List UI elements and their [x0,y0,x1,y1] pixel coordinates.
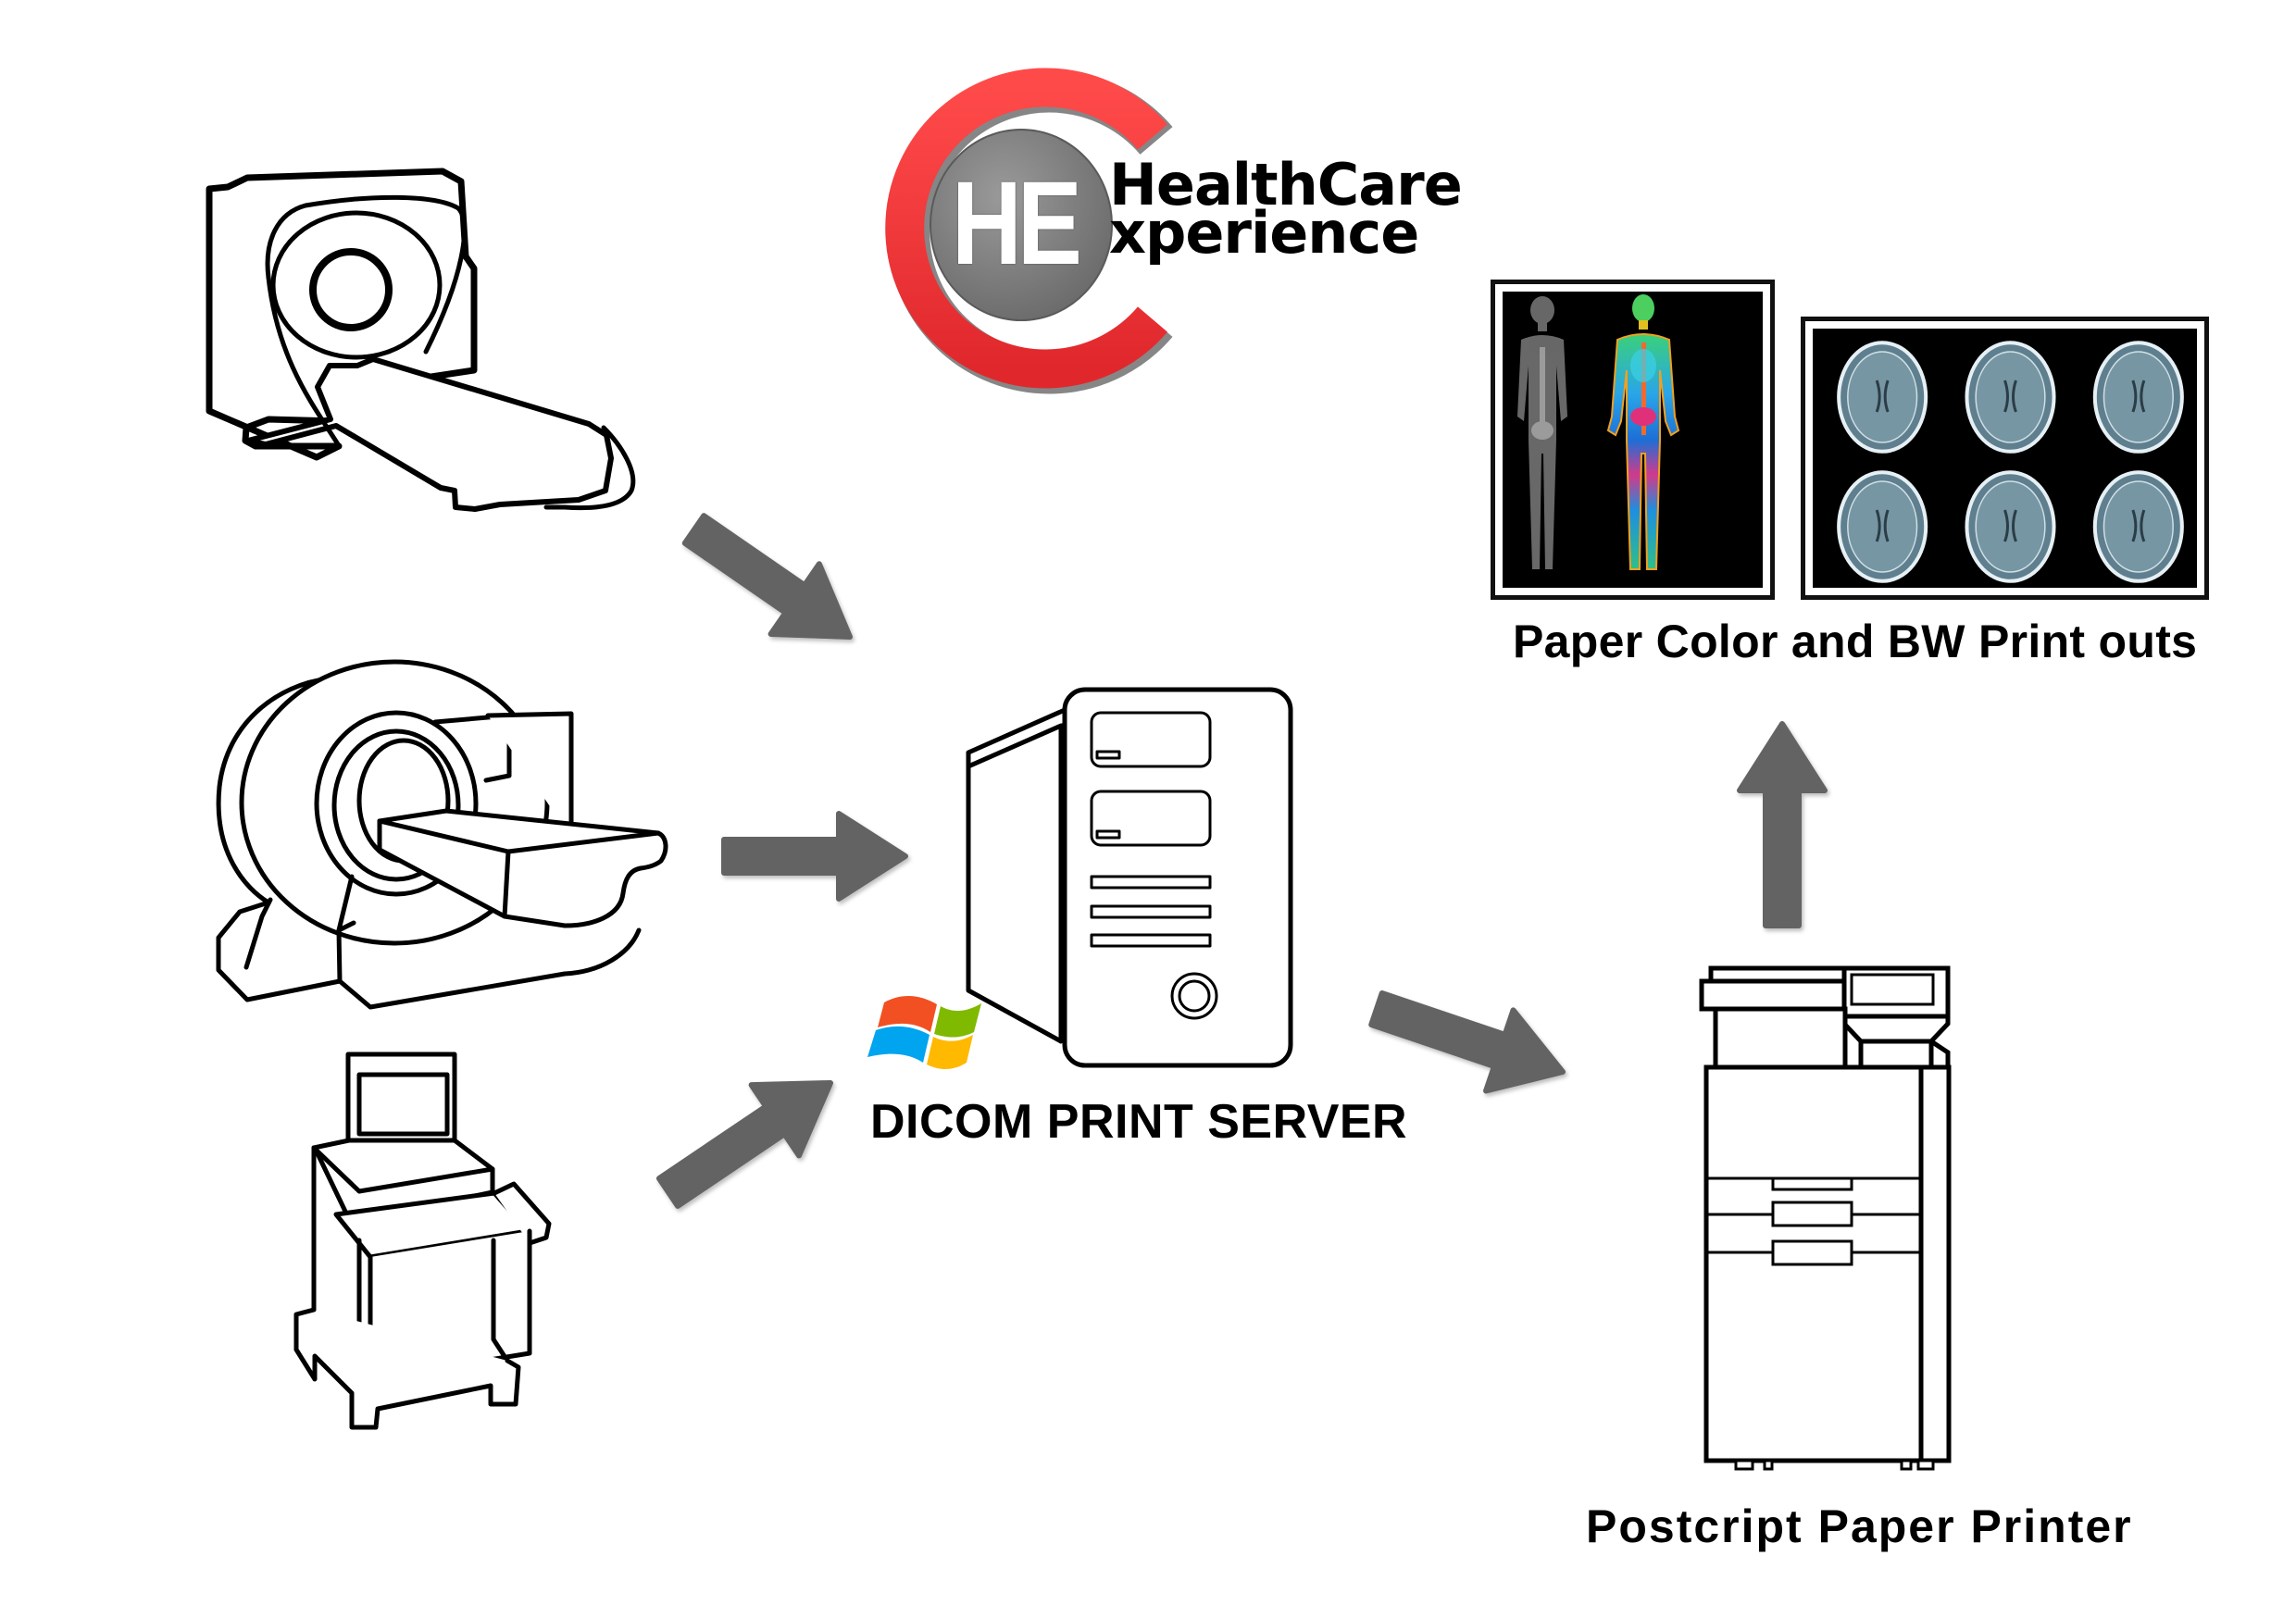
logo-text-line2: xperience [1109,199,1419,267]
logo-text-line1: HealthCare [1109,151,1463,218]
arrow-ct-to-server-icon [681,513,853,640]
arrow-us-to-server-icon [655,1080,833,1209]
windows-yellow-pane [927,1035,973,1070]
bw-print-frame [1801,317,2209,600]
brain-slice [2092,470,2184,583]
prints-label: Paper Color and BW Print outs [1513,616,2198,667]
server-label: DICOM PRINT SERVER [870,1095,1408,1149]
arrow-server-to-printer-icon [1368,989,1566,1094]
ultrasound-icon [293,1052,552,1430]
brain-slice [1965,341,2056,454]
brain-slice [1965,470,2056,583]
brain-slice [2092,341,2184,454]
printer-label: Postcript Paper Printer [1586,1500,2133,1552]
windows-green-pane [934,1003,981,1038]
color-print-frame [1491,280,1775,600]
windows-red-pane [878,996,937,1032]
color-body-print-icon [1503,292,1763,588]
arrow-mri-to-server-icon [721,811,908,902]
brain-slice [1837,470,1928,583]
ct-scanner-icon [206,168,636,512]
brain-slice [1837,341,1928,454]
windows-blue-pane [867,1026,930,1063]
bw-brain-print-icon [1813,329,2197,588]
arrow-printer-to-prints-icon [1737,721,1828,928]
mri-scanner-icon [216,659,668,1010]
logo-monogram: HE [952,157,1082,290]
